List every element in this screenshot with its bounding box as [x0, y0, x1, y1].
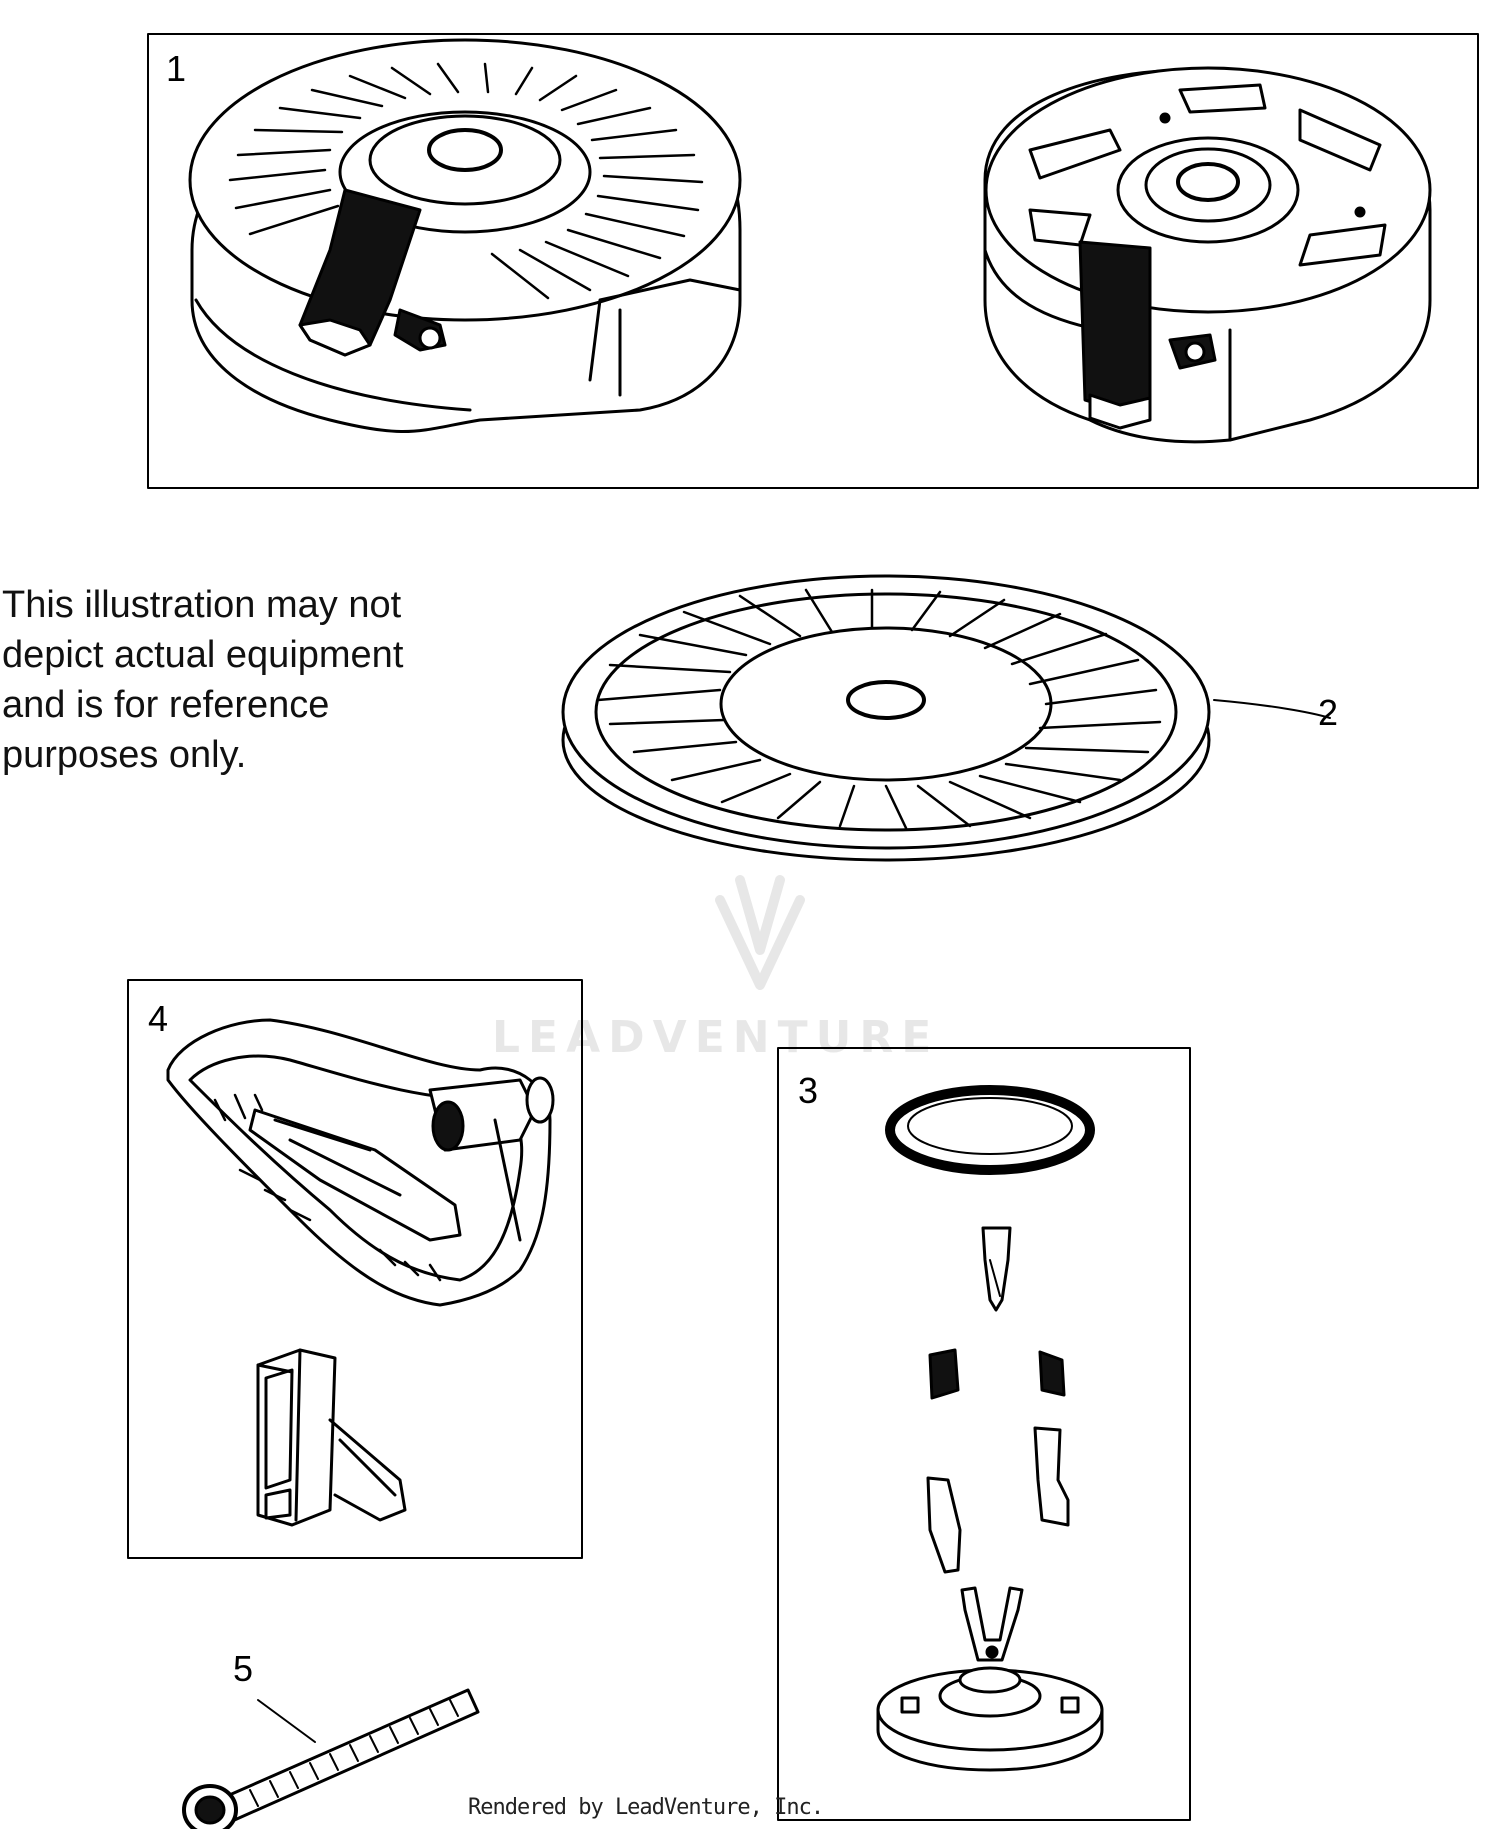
disclaimer-line: purposes only.	[2, 734, 247, 776]
watermark-emblem	[715, 875, 805, 990]
disclaimer-line: depict actual equipment	[2, 634, 404, 676]
render-credit: Rendered by LeadVenture, Inc.	[468, 1795, 824, 1820]
part-1-frame	[147, 33, 1479, 489]
part-1-starter-left	[188, 38, 742, 433]
disclaimer-text: This illustration may not depict actual …	[2, 580, 492, 780]
part-3-kit	[876, 1085, 1104, 1772]
part-2-pulley	[561, 574, 1331, 862]
callout-5: 5	[233, 1648, 254, 1689]
callout-1: 1	[166, 48, 187, 89]
part-5-screw	[182, 1688, 480, 1829]
part-4-handle	[166, 1018, 555, 1307]
callout-4: 4	[148, 998, 169, 1039]
part-3-frame	[777, 1047, 1191, 1821]
callout-2: 2	[1318, 692, 1339, 733]
callout-3: 3	[798, 1070, 819, 1111]
disclaimer-line: and is for reference	[2, 684, 330, 726]
watermark-text: LEADVENTURE	[492, 1012, 940, 1063]
part-1-starter-right	[983, 66, 1432, 444]
disclaimer-line: This illustration may not	[2, 584, 402, 626]
part-4-handle-insert	[256, 1348, 407, 1527]
part-4-frame	[127, 979, 583, 1559]
